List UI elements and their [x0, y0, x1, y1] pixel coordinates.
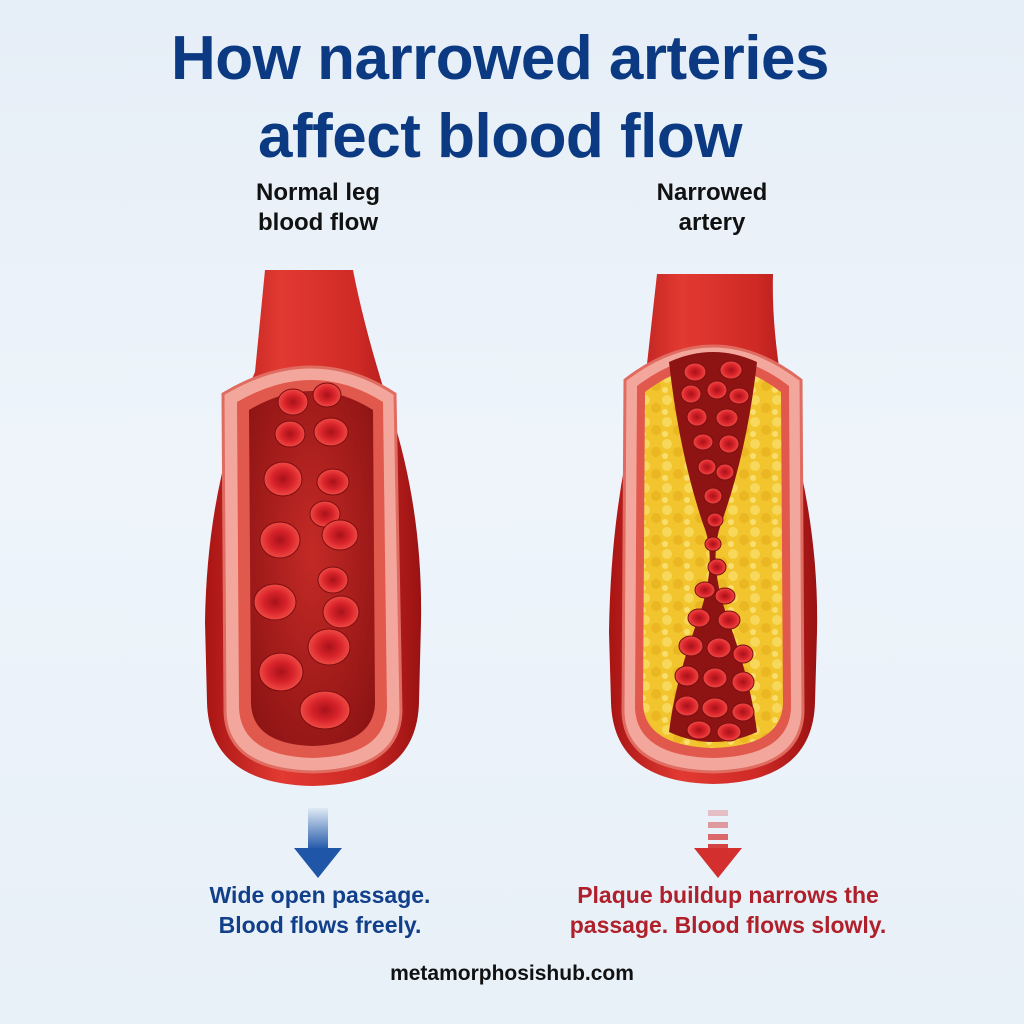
narrowed-flow-caption-line-1: Plaque buildup narrows the	[577, 882, 879, 908]
normal-flow-caption-line-2: Blood flows freely.	[218, 912, 422, 939]
normal-artery-illustration	[205, 270, 422, 786]
title-line-2: affect blood flow	[257, 101, 743, 171]
normal-artery-label-line-2: blood flow	[258, 209, 378, 236]
normal-artery-lumen	[249, 391, 375, 746]
normal-flow-caption: Wide open passage. Blood flows freely.	[100, 880, 540, 941]
red-blood-cells	[253, 382, 360, 730]
normal-artery-label-line-1: Normal leg	[255, 179, 381, 206]
narrowed-artery-label-line-1: Narrowed	[656, 179, 768, 206]
narrowed-artery-illustration	[609, 274, 818, 784]
arrow-down-red-icon	[694, 810, 742, 878]
website-footer: metamorphosishub.com	[390, 962, 634, 985]
normal-artery-label: Normal leg blood flow	[188, 178, 448, 238]
narrowed-artery-label: Narrowed artery	[582, 178, 842, 238]
arrow-down-blue-icon	[294, 808, 342, 878]
clustered-red-blood-cells	[674, 360, 755, 742]
narrowed-flow-caption: Plaque buildup narrows the passage. Bloo…	[508, 880, 948, 941]
narrowed-flow-caption-line-2: passage. Blood flows slowly.	[569, 912, 887, 939]
narrowed-artery-label-line-2: artery	[678, 209, 746, 236]
page-title: How narrowed arteries affect blood flow	[0, 20, 1024, 175]
normal-flow-caption-line-1: Wide open passage.	[209, 882, 431, 908]
title-line-1: How narrowed arteries	[171, 24, 829, 93]
